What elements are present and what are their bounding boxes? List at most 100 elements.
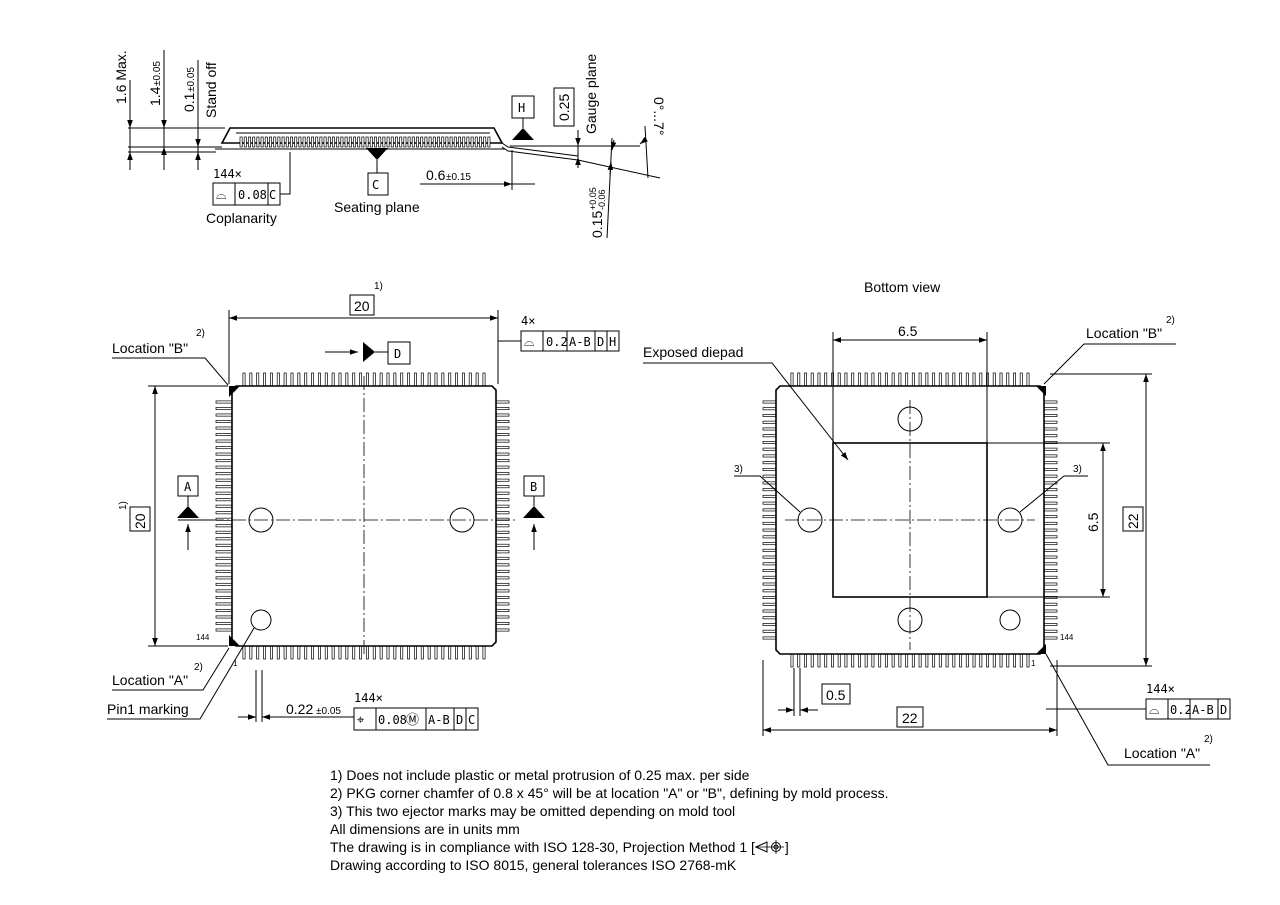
lead — [762, 494, 777, 498]
lead — [844, 372, 848, 387]
lead — [495, 459, 510, 463]
lead — [817, 653, 821, 668]
lead — [762, 569, 777, 573]
pin1-marking-label: Pin1 marking — [107, 701, 189, 717]
lead — [857, 653, 861, 668]
svg-text:0.2: 0.2 — [1170, 703, 1192, 717]
side-lead — [399, 136, 403, 148]
lead — [256, 645, 260, 660]
top-location-b-label: Location "B" — [112, 340, 188, 356]
lead — [972, 653, 976, 668]
lead — [905, 372, 909, 387]
ejector-mark-bottom-right — [997, 507, 1023, 533]
lead — [932, 372, 936, 387]
lead — [386, 645, 390, 660]
side-lead — [353, 136, 356, 148]
lead — [495, 543, 510, 547]
lead — [925, 372, 929, 387]
lead — [345, 645, 349, 660]
lead — [1043, 535, 1058, 539]
lead — [215, 582, 233, 586]
lead — [215, 550, 233, 554]
lead — [215, 595, 233, 599]
side-lead — [323, 136, 327, 148]
ejector-mark-left — [248, 507, 274, 533]
side-lead — [264, 136, 268, 148]
side-lead — [474, 136, 478, 148]
top-width-note: 1) — [374, 281, 383, 292]
lead — [393, 645, 397, 660]
top-location-b-note: 2) — [196, 328, 205, 339]
side-lead — [306, 136, 310, 148]
standoff-label: Stand off — [203, 62, 219, 118]
side-lead — [487, 136, 491, 148]
svg-text:0.08: 0.08 — [378, 713, 407, 727]
svg-text:H: H — [609, 335, 616, 349]
lead — [352, 372, 356, 387]
side-lead — [319, 136, 323, 148]
lead — [762, 474, 777, 478]
datum-d-label: D — [394, 347, 401, 361]
top-pin-144-label: 144 — [196, 633, 210, 642]
lead — [1043, 454, 1058, 458]
lead — [1043, 562, 1058, 566]
lead — [952, 372, 956, 387]
lead — [1043, 542, 1058, 546]
lead — [379, 645, 383, 660]
lead — [979, 653, 983, 668]
svg-text:A-B: A-B — [569, 335, 591, 349]
lead — [810, 372, 814, 387]
lead — [215, 609, 233, 612]
lead — [215, 413, 233, 417]
lead — [979, 372, 983, 387]
side-lead — [386, 136, 390, 148]
lead — [365, 372, 369, 387]
lead — [1019, 653, 1023, 668]
lead — [1043, 461, 1058, 465]
side-lead — [336, 136, 340, 148]
lead — [1043, 602, 1058, 606]
lead — [215, 426, 233, 430]
pitch-box — [821, 683, 851, 705]
lead — [482, 372, 486, 387]
bottom-mark-top — [897, 406, 923, 432]
side-lead — [294, 136, 298, 148]
pin1-mark — [250, 609, 272, 631]
lead — [495, 556, 510, 560]
lead — [972, 372, 976, 387]
lead — [762, 582, 777, 586]
side-lead — [298, 136, 302, 148]
ejector-note-left: 3) — [734, 464, 743, 475]
lead — [495, 524, 510, 528]
lead — [215, 530, 233, 534]
ejector-mark-right — [449, 507, 475, 533]
lead — [1013, 372, 1016, 387]
lead — [837, 372, 841, 387]
side-view: C Seating plane 1.6 Max. 1.4 ±0.05 0.1 ±… — [113, 50, 667, 239]
lead — [338, 645, 342, 660]
lead — [1006, 653, 1010, 668]
side-lead — [340, 136, 344, 148]
lead — [215, 491, 233, 495]
datum-d-box — [387, 341, 411, 365]
position-count: 144× — [354, 691, 383, 705]
lead — [898, 653, 902, 668]
note-2: 2) PKG corner chamfer of 0.8 x 45° will … — [330, 785, 889, 801]
lead — [762, 407, 777, 411]
lead — [871, 372, 875, 387]
note-projection: The drawing is in compliance with ISO 12… — [330, 839, 789, 855]
lead — [762, 420, 777, 424]
lead — [884, 372, 888, 387]
svg-text:D: D — [1220, 703, 1227, 717]
bottom-location-b-label: Location "B" — [1086, 325, 1162, 341]
profile-symbol-icon: ⌓ — [524, 334, 534, 349]
lead — [495, 426, 510, 430]
bottom-location-a-label: Location "A" — [1124, 745, 1200, 761]
bottom-location-b-note: 2) — [1166, 315, 1175, 326]
diepad-width-value: 6.5 — [898, 323, 918, 339]
lead — [331, 645, 335, 660]
lead — [317, 372, 321, 387]
lead — [482, 645, 486, 660]
lead — [1043, 636, 1058, 640]
